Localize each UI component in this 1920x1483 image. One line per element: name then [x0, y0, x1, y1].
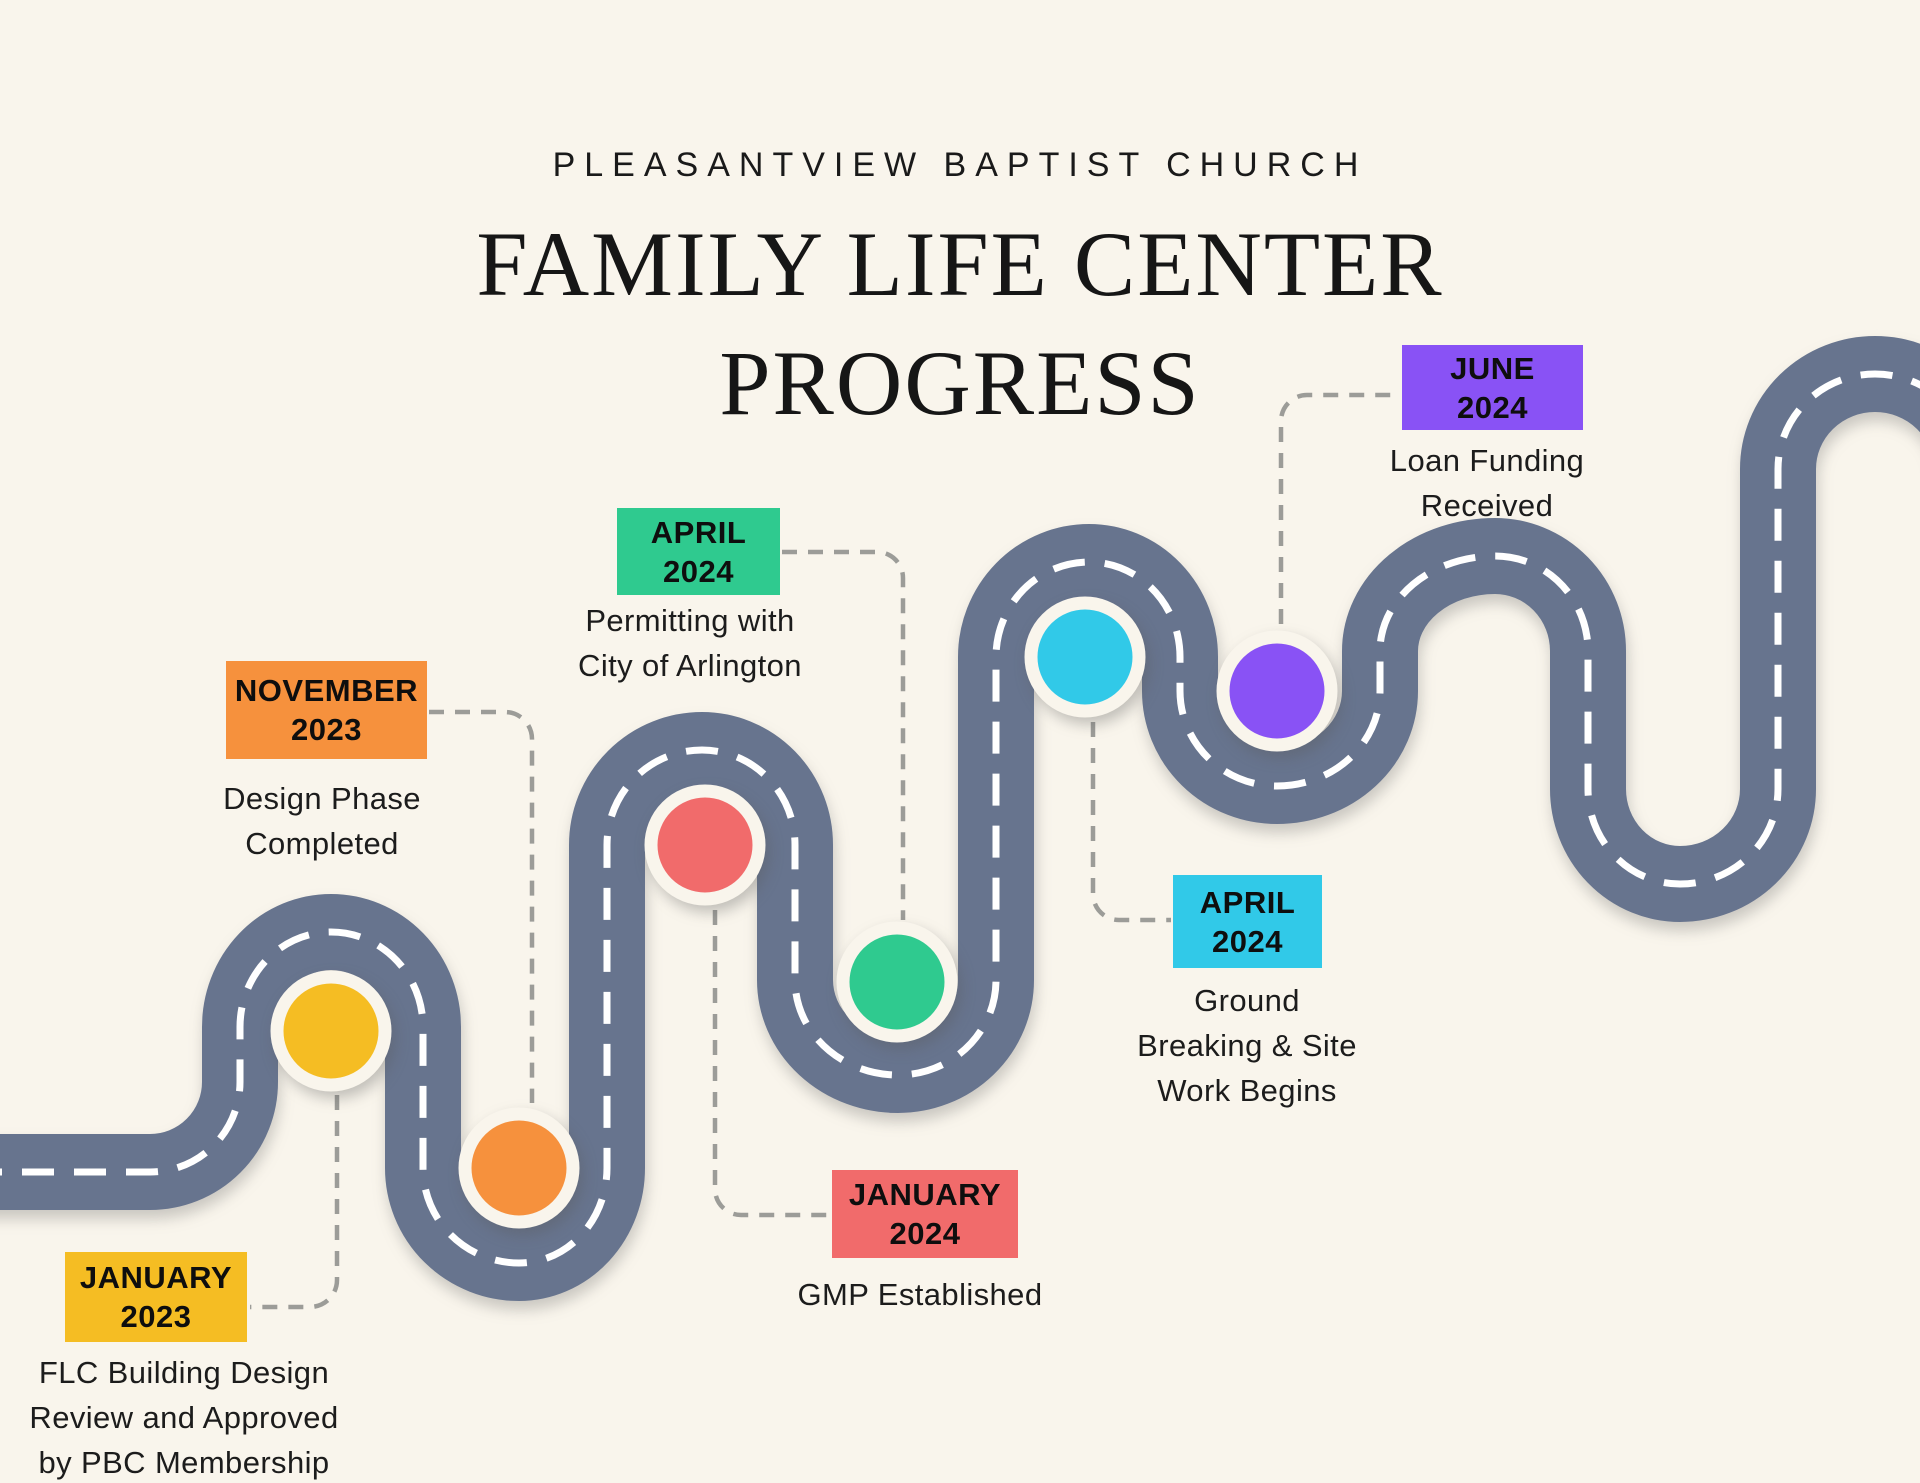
milestone-dot-nov-2023 [458, 1107, 580, 1229]
desc-line: Completed [245, 826, 399, 861]
desc-line: Work Begins [1157, 1073, 1337, 1108]
date-month: APRIL [1199, 884, 1296, 920]
connector-jun-2024 [1278, 392, 1400, 624]
date-year: 2024 [889, 1216, 961, 1251]
desc-line: Design Phase [223, 781, 421, 816]
connector-apr-2024-permitting [782, 549, 906, 920]
milestone-dot-apr-2024-groundbreaking [1024, 596, 1146, 718]
date-year: 2023 [120, 1299, 192, 1334]
desc-line: Permitting with [585, 603, 795, 638]
desc-line: Review and Approved [29, 1400, 339, 1435]
milestone-dot-jan-2023 [270, 970, 392, 1092]
church-name: PLEASANTVIEW BAPTIST CHURCH [552, 146, 1368, 184]
date-month: JANUARY [79, 1260, 233, 1295]
title-line-1: FAMILY LIFE CENTER [476, 213, 1444, 315]
date-year: 2024 [663, 553, 734, 589]
milestone-dot-jun-2024 [1216, 630, 1338, 752]
desc-line: Ground [1194, 983, 1300, 1018]
desc-line: Received [1420, 488, 1554, 523]
desc-line: GMP Established [797, 1277, 1043, 1312]
connector-layer [250, 392, 1400, 1310]
road-centerline [0, 370, 1920, 1267]
connector-apr-2024-groundbreaking [1090, 722, 1171, 923]
date-box-nov-2023: NOVEMBER 2023 [226, 661, 427, 759]
date-month: APRIL [650, 514, 747, 550]
date-year: 2024 [1212, 923, 1283, 959]
milestone-dot-apr-2024-permitting [836, 921, 958, 1043]
desc-line: City of Arlington [578, 648, 802, 683]
date-box-jan-2023: JANUARY 2023 [65, 1252, 247, 1342]
date-box-jan-2024: JANUARY 2024 [832, 1170, 1018, 1258]
milestone-dot-jan-2024 [644, 784, 766, 906]
date-month: NOVEMBER [234, 673, 419, 708]
date-month: JANUARY [848, 1177, 1002, 1212]
connector-nov-2023 [429, 709, 535, 1103]
desc-line: by PBC Membership [38, 1445, 330, 1480]
desc-line: Breaking & Site [1137, 1028, 1357, 1063]
date-year: 2023 [291, 712, 362, 747]
milestone-desc-jan-2024: GMP Established [798, 1272, 1043, 1317]
title-line-2: PROGRESS [719, 332, 1201, 434]
dot-layer [270, 596, 1338, 1229]
page-title: FAMILY LIFE CENTER PROGRESS [0, 205, 1920, 443]
date-year: 2024 [1457, 389, 1528, 425]
desc-line: Loan Funding [1389, 443, 1585, 478]
date-month: JUNE [1450, 350, 1535, 386]
connector-jan-2024 [712, 910, 830, 1218]
connector-jan-2023 [250, 1095, 340, 1310]
desc-line: FLC Building Design [38, 1355, 330, 1390]
